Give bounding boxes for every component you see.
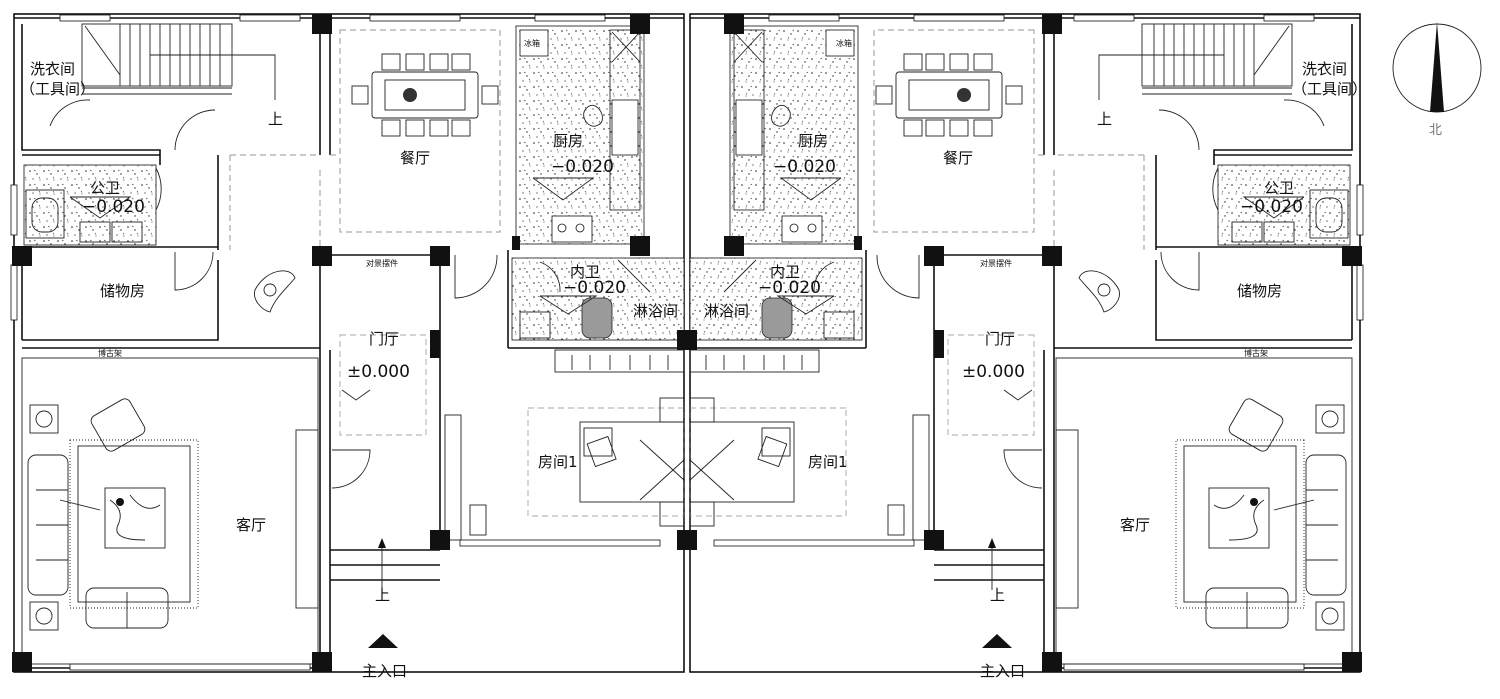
wall-cabinet-label-left: 对景摆件 <box>366 258 398 268</box>
living-label-left: 客厅 <box>236 516 266 534</box>
curio-shelf-label-left: 博古架 <box>98 348 122 358</box>
bedroom-label-right: 房间1 <box>808 453 848 471</box>
entry-hall-level-right: ±0.000 <box>962 362 1025 382</box>
storage-label-left: 储物房 <box>100 282 145 300</box>
ensuite-wc-label-left: 内卫 <box>570 263 600 281</box>
unit-left <box>10 13 697 673</box>
laundry-sub-label-right: （工具间） <box>1292 80 1367 98</box>
dining-label-right: 餐厅 <box>943 149 973 167</box>
public-wc-level-left: −0.020 <box>82 197 145 217</box>
curio-shelf-label-right: 博古架 <box>1244 348 1268 358</box>
north-arrow-icon <box>1392 22 1482 113</box>
laundry-label-right: 洗衣间 <box>1302 60 1347 78</box>
kitchen-level-right: −0.020 <box>773 157 836 177</box>
ensuite-wc-label-right: 内卫 <box>770 263 800 281</box>
north-label: 北 <box>1429 123 1442 138</box>
hall-stairs-up-label-right: 上 <box>990 586 1005 604</box>
shower-label-left: 淋浴间 <box>633 302 678 320</box>
ensuite-wc-level-right: −0.020 <box>758 278 821 298</box>
kitchen-level-left: −0.020 <box>551 157 614 177</box>
main-entrance-label-right: 主入口 <box>980 662 1025 680</box>
kitchen-label-right: 厨房 <box>798 132 828 150</box>
stairs-up-label-right: 上 <box>1097 110 1112 128</box>
ensuite-wc-level-left: −0.020 <box>563 278 626 298</box>
wall-cabinet-label-right: 对景摆件 <box>980 258 1012 268</box>
hall-stairs-up-label-left: 上 <box>375 586 390 604</box>
unit-right <box>676 13 1364 673</box>
entry-hall-level-left: ±0.000 <box>347 362 410 382</box>
public-wc-label-left: 公卫 <box>90 179 120 197</box>
entry-hall-label-right: 门厅 <box>985 330 1015 348</box>
fridge-label-left: 冰箱 <box>524 38 540 48</box>
entry-hall-label-left: 门厅 <box>369 330 399 348</box>
fridge-label-right: 冰箱 <box>836 38 852 48</box>
public-wc-label-right: 公卫 <box>1264 179 1294 197</box>
shower-label-right: 淋浴间 <box>704 302 749 320</box>
laundry-label-left: 洗衣间 <box>30 60 75 78</box>
kitchen-label-left: 厨房 <box>553 132 583 150</box>
living-label-right: 客厅 <box>1120 516 1150 534</box>
dining-table-icon <box>351 53 499 137</box>
storage-label-right: 储物房 <box>1237 282 1282 300</box>
bedroom-label-left: 房间1 <box>538 453 578 471</box>
dining-label-left: 餐厅 <box>400 149 430 167</box>
main-entrance-label-left: 主入口 <box>362 662 407 680</box>
stairs-up-label: 上 <box>268 110 283 128</box>
public-wc-level-right: −0.020 <box>1240 197 1303 217</box>
laundry-sub-label-left: （工具间） <box>20 80 95 98</box>
